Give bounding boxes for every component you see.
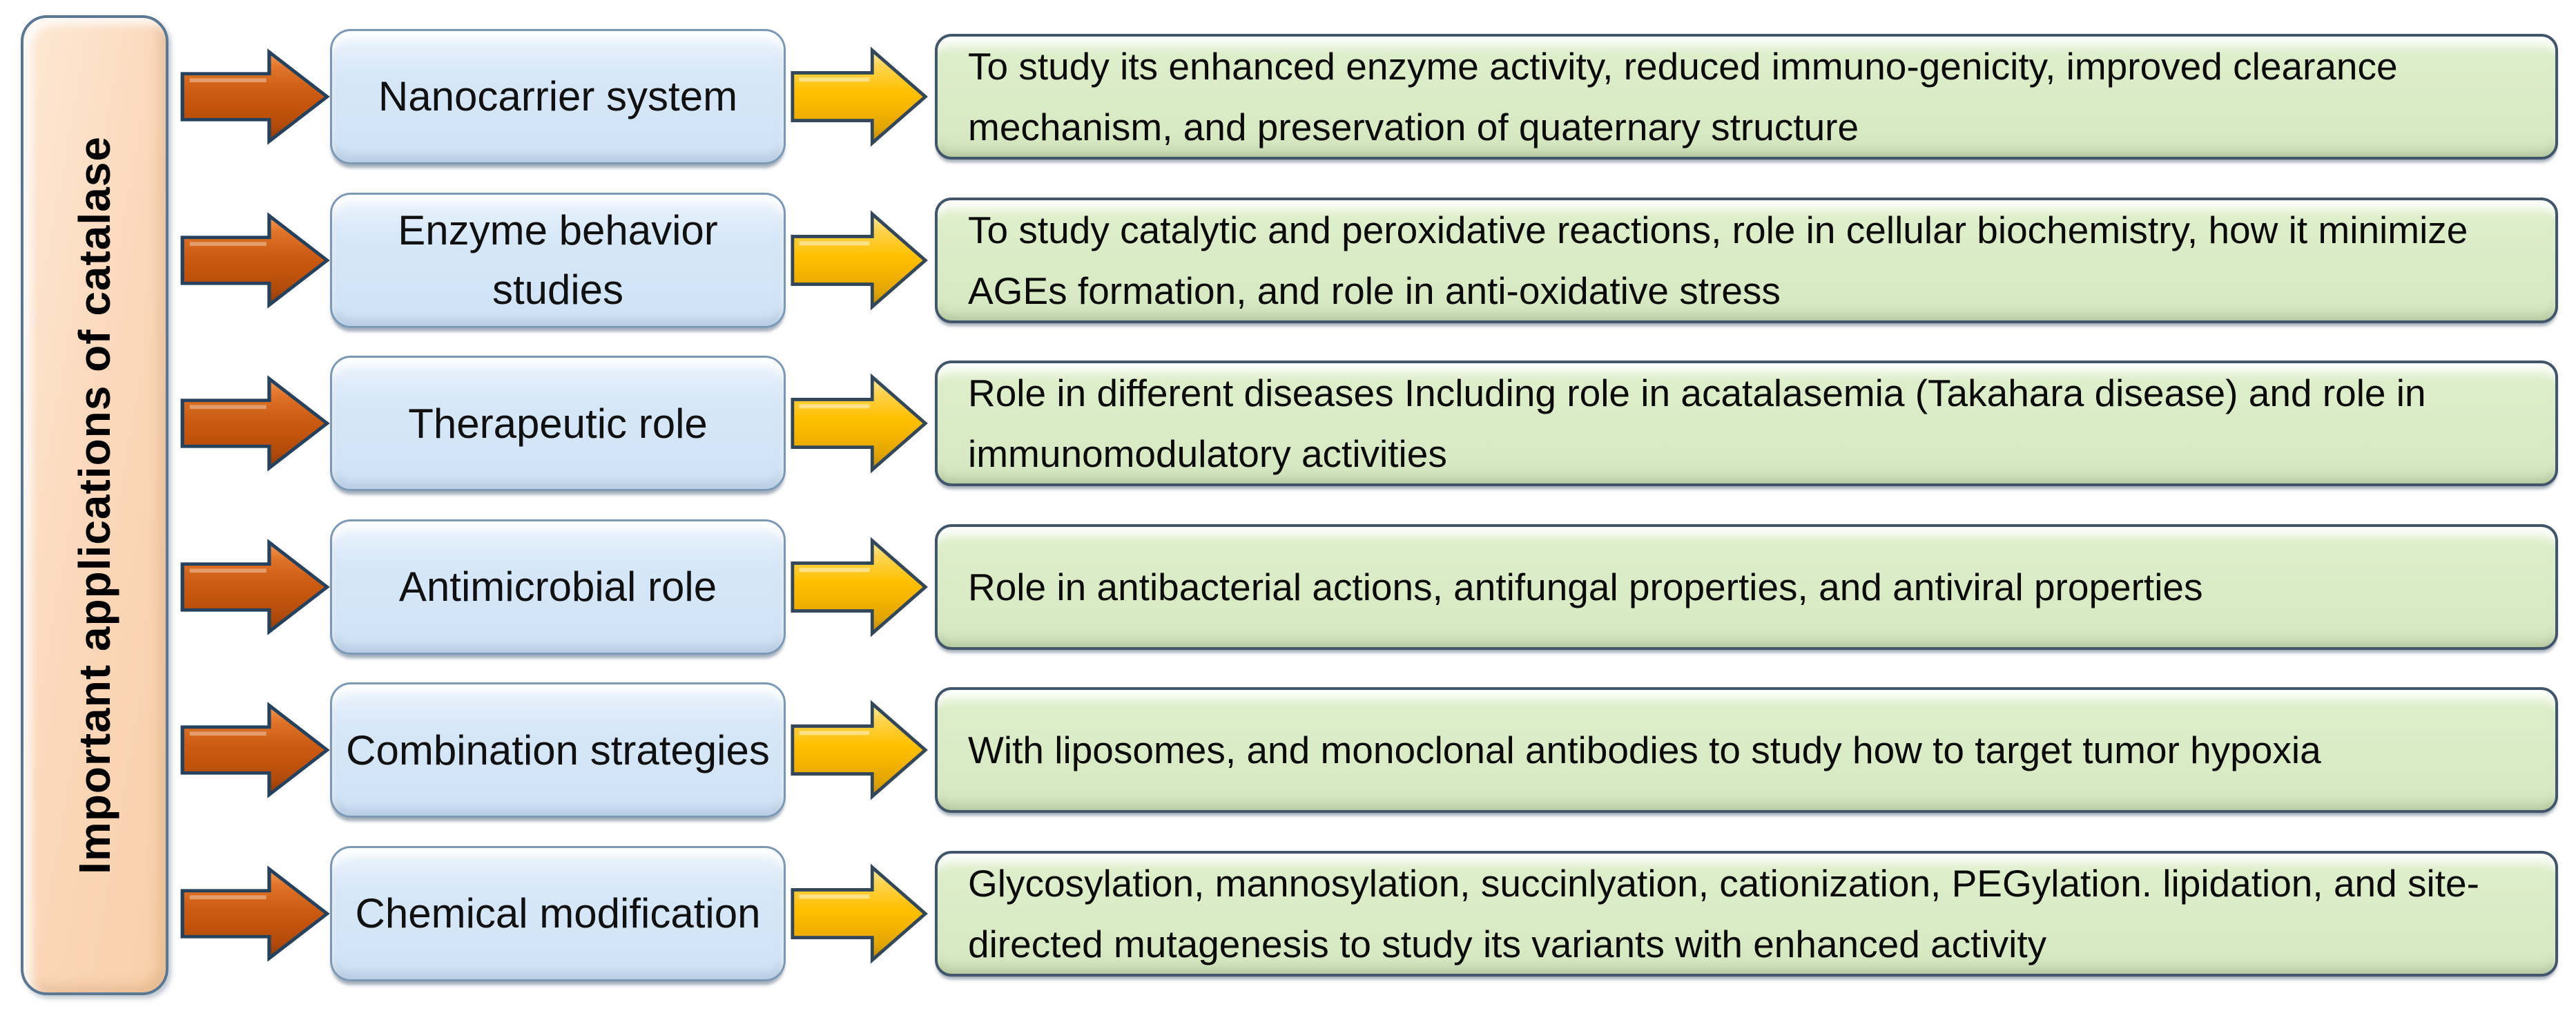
description-text: Glycosylation, mannosylation, succinlyat…: [968, 861, 2479, 965]
description-box: Glycosylation, mannosylation, succinlyat…: [935, 850, 2558, 977]
description-box: To study catalytic and peroxidative reac…: [935, 197, 2558, 323]
orange-right-arrow-icon: [180, 702, 330, 799]
sidebar-title-label: Important applications of catalase: [70, 136, 119, 874]
orange-right-arrow-icon: [180, 211, 330, 309]
description-text: Role in antibacterial actions, antifunga…: [968, 565, 2203, 608]
category-box: Therapeutic role: [330, 356, 786, 492]
application-row: Nanocarrier system To study its enhanced…: [180, 15, 2558, 178]
category-label: Antimicrobial role: [398, 564, 717, 611]
yellow-right-arrow-icon: [791, 863, 928, 964]
sidebar-title-box: Important applications of catalase: [21, 15, 168, 995]
category-label: Combination strategies: [346, 727, 770, 773]
description-text: To study catalytic and peroxidative reac…: [968, 208, 2468, 312]
category-label: Nanocarrier system: [378, 73, 738, 120]
category-label: Chemical modification: [355, 890, 761, 937]
category-box: Chemical modification: [330, 845, 786, 981]
orange-right-arrow-icon: [180, 865, 330, 962]
description-text: With liposomes, and monoclonal antibodie…: [968, 729, 2321, 772]
category-box: Enzyme behavior studies: [330, 192, 786, 328]
category-label: Enzyme behavior studies: [398, 207, 718, 313]
application-row: Therapeutic role Role in different disea…: [180, 342, 2558, 505]
application-row: Antimicrobial role Role in antibacterial…: [180, 506, 2558, 669]
category-box: Nanocarrier system: [330, 29, 786, 164]
description-box: To study its enhanced enzyme activity, r…: [935, 34, 2558, 160]
description-box: Role in antibacterial actions, antifunga…: [935, 523, 2558, 650]
description-box: Role in different diseases Including rol…: [935, 361, 2558, 487]
orange-right-arrow-icon: [180, 539, 330, 635]
category-box: Antimicrobial role: [330, 519, 786, 655]
category-label: Therapeutic role: [408, 400, 708, 447]
application-row: Combination strategies With liposomes, a…: [180, 669, 2558, 832]
description-box: With liposomes, and monoclonal antibodie…: [935, 687, 2558, 814]
description-text: Role in different diseases Including rol…: [968, 372, 2426, 476]
category-box: Combination strategies: [330, 682, 786, 818]
yellow-right-arrow-icon: [791, 46, 928, 147]
orange-right-arrow-icon: [180, 375, 330, 472]
yellow-right-arrow-icon: [791, 700, 928, 800]
rows-container: Nanocarrier system To study its enhanced…: [168, 15, 2558, 995]
application-row: Enzyme behavior studies To study catalyt…: [180, 179, 2558, 342]
application-row: Chemical modification Glycosylation, man…: [180, 832, 2558, 995]
yellow-right-arrow-icon: [791, 537, 928, 637]
yellow-right-arrow-icon: [791, 210, 928, 311]
orange-right-arrow-icon: [180, 48, 330, 145]
yellow-right-arrow-icon: [791, 373, 928, 474]
description-text: To study its enhanced enzyme activity, r…: [968, 45, 2398, 148]
